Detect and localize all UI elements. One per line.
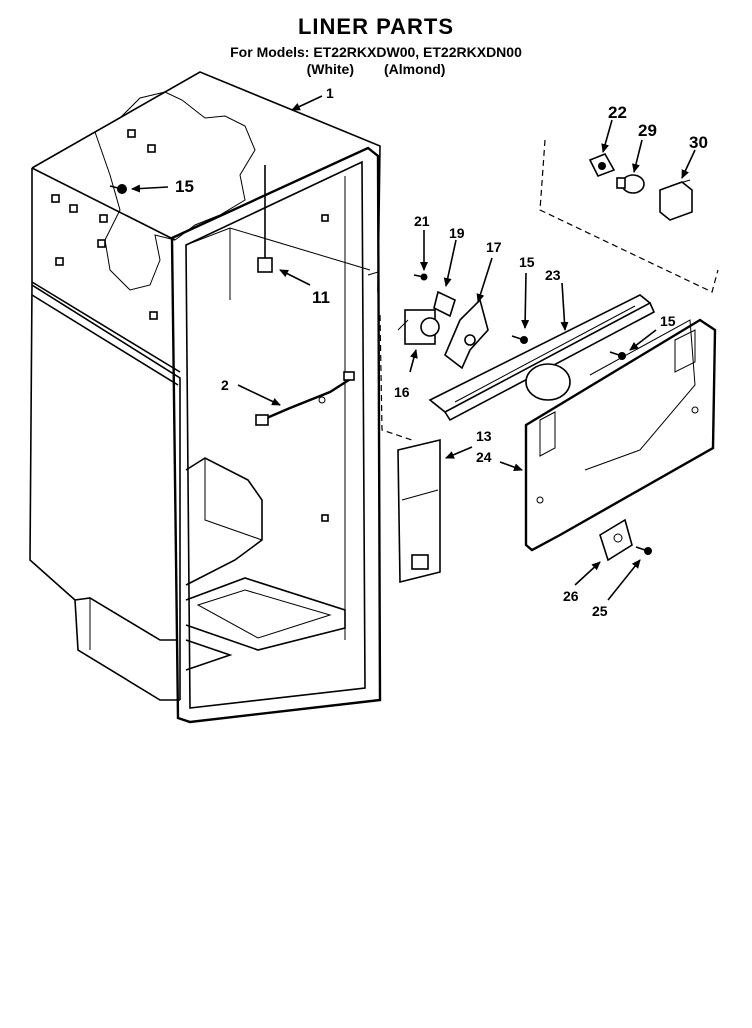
light-bulb-29 — [616, 174, 645, 194]
leader-13 — [445, 446, 473, 459]
callout-26: 26 — [563, 588, 579, 604]
leader-15-right — [629, 329, 657, 351]
hole — [55, 257, 64, 266]
hole — [97, 239, 106, 248]
callout-19: 19 — [449, 225, 465, 241]
screw-15-center — [511, 335, 528, 344]
callout-21: 21 — [414, 213, 430, 229]
leader-22 — [601, 119, 613, 153]
hole — [147, 144, 156, 153]
callout-16: 16 — [394, 384, 410, 400]
leader-15-center — [521, 272, 530, 329]
screw-15-right — [609, 351, 626, 360]
bracket-19 — [433, 290, 456, 318]
variant-almond: (Almond) — [384, 61, 446, 77]
screw-15-upper — [109, 184, 127, 194]
color-variants: (White) (Almond) — [0, 61, 752, 77]
leader-15-upper — [131, 184, 169, 193]
callout-15-center: 15 — [519, 254, 535, 270]
variant-white: (White) — [306, 61, 354, 77]
screw-21 — [413, 273, 428, 281]
hole — [149, 311, 158, 320]
page-title: LINER PARTS — [297, 14, 455, 39]
explode-guide — [379, 314, 413, 441]
leader-30 — [681, 149, 696, 179]
callout-15-right: 15 — [660, 313, 676, 329]
callout-22: 22 — [608, 103, 627, 122]
hole — [69, 204, 78, 213]
leader-29 — [632, 139, 643, 173]
screw-25 — [635, 546, 652, 555]
fan-motor-16 — [397, 309, 440, 345]
models-line: For Models: ET22RKXDW00, ET22RKXDN00 — [230, 44, 522, 60]
callout-15-upper: 15 — [175, 177, 194, 196]
thermostat-11 — [257, 165, 273, 273]
air-duct-13 — [397, 438, 441, 584]
callout-13: 13 — [476, 428, 492, 444]
leader-17 — [476, 257, 493, 303]
leader-19 — [443, 239, 457, 287]
light-shield-30 — [659, 179, 693, 221]
callout-11: 11 — [312, 288, 330, 307]
liner-cabinet — [29, 71, 382, 724]
callout-30: 30 — [689, 133, 708, 152]
leader-26 — [574, 561, 601, 586]
callout-2: 2 — [221, 377, 229, 393]
callout-29: 29 — [638, 121, 657, 140]
lamp-socket-22 — [588, 152, 616, 178]
callout-17: 17 — [486, 239, 502, 255]
leader-25 — [607, 559, 641, 601]
leader-24 — [499, 461, 523, 472]
callout-23: 23 — [545, 267, 561, 283]
light-group-outline — [539, 139, 719, 293]
wire-harness-2 — [255, 371, 355, 426]
hole — [127, 129, 136, 138]
hole — [321, 514, 329, 522]
callout-25: 25 — [592, 603, 608, 619]
plenum-23 — [428, 294, 656, 422]
leader-1 — [291, 95, 323, 111]
leader-11 — [279, 269, 311, 286]
hole — [321, 214, 329, 222]
leader-23 — [560, 282, 569, 331]
leader-16 — [409, 349, 418, 373]
callout-24: 24 — [476, 449, 492, 465]
hole — [51, 194, 60, 203]
hole — [99, 214, 108, 223]
plate-26 — [599, 518, 633, 562]
evaporator-cover-24 — [524, 318, 717, 552]
callout-1: 1 — [326, 85, 334, 101]
leader-2 — [237, 384, 281, 406]
